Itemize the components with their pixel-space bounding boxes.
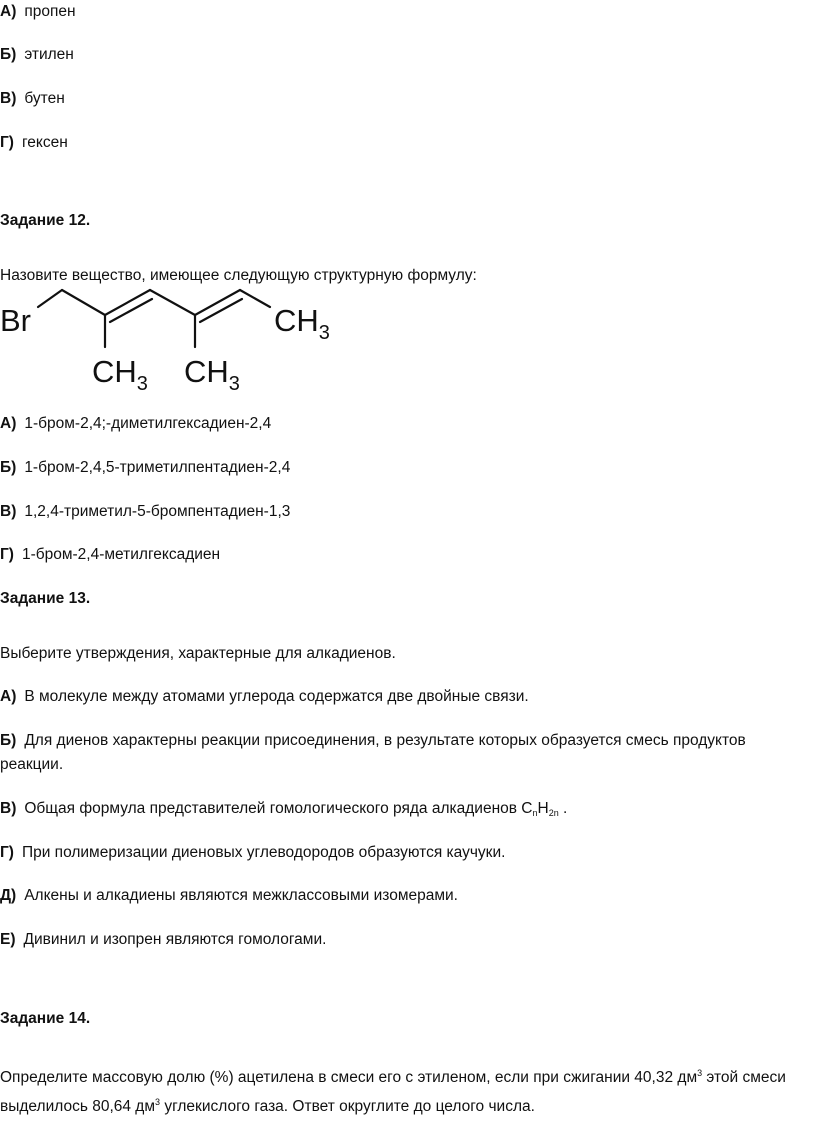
- bond-line: [60, 288, 107, 317]
- option-letter: А): [0, 688, 17, 705]
- q14-text-part3: углекислого газа. Ответ округлите до цел…: [160, 1098, 535, 1115]
- option-letter: В): [0, 800, 17, 817]
- option-text: 1-бром-2,4,5-триметилпентадиен-2,4: [24, 459, 291, 476]
- bond-line: [238, 288, 272, 309]
- q11-option-d: Г) гексен: [0, 133, 68, 153]
- option-letter: Д): [0, 887, 17, 904]
- q13-option-c: В) Общая формула представителей гомологич…: [0, 799, 567, 823]
- option-text: В молекуле между атомами углерода содерж…: [24, 688, 529, 705]
- q12-option-d: Г) 1-бром-2,4-метилгексадиен: [0, 545, 220, 565]
- q13-option-f: Е) Дивинил и изопрен являются гомологами.: [0, 930, 326, 950]
- q12-prompt: Назовите вещество, имеющее следующую стр…: [0, 267, 477, 284]
- option-letter: Г): [0, 546, 14, 563]
- q13-prompt: Выберите утверждения, характерные для ал…: [0, 645, 396, 662]
- q13-option-e: Д) Алкены и алкадиены являются межклассов…: [0, 886, 458, 906]
- option-text: Общая формула представителей гомологичес…: [24, 800, 533, 817]
- option-letter: Г): [0, 134, 14, 151]
- q12-heading: Задание 12.: [0, 212, 91, 229]
- formula-tail: .: [558, 800, 568, 817]
- q11-option-b: Б) этилен: [0, 45, 74, 65]
- option-text: При полимеризации диеновых углеводородов…: [21, 844, 506, 861]
- bond-line: [103, 288, 152, 317]
- subscript-2n: 2n: [548, 808, 559, 818]
- formula-h: H: [537, 800, 549, 817]
- option-letter: А): [0, 415, 17, 432]
- q12-option-c: В) 1,2,4-триметил-5-бромпентадиен-1,3: [0, 502, 290, 522]
- option-letter: В): [0, 503, 17, 520]
- option-text: 1,2,4-триметил-5-бромпентадиен-1,3: [24, 503, 291, 520]
- option-text: этилен: [24, 46, 74, 63]
- q14-heading: Задание 14.: [0, 1010, 91, 1027]
- option-text: Алкены и алкадиены являются межклассовым…: [24, 887, 458, 904]
- bond-line: [36, 288, 64, 309]
- option-text: 1-бром-2,4;-диметилгексадиен-2,4: [24, 415, 272, 432]
- option-letter: Б): [0, 732, 17, 749]
- q12-option-b: Б) 1-бром-2,4,5-триметилпентадиен-2,4: [0, 458, 290, 478]
- double-bond-line: [198, 297, 244, 324]
- option-text: бутен: [24, 90, 65, 107]
- superscript-3: 3: [697, 1068, 703, 1078]
- option-text: Для диенов характерны реакции присоедине…: [0, 732, 746, 773]
- q13-heading: Задание 13.: [0, 590, 91, 607]
- double-bond-line: [108, 297, 154, 324]
- structural-formula: Br CH3 CH3 CH3: [0, 288, 330, 390]
- q12-option-a: А) 1-бром-2,4;-диметилгексадиен-2,4: [0, 414, 271, 434]
- bond-line: [193, 288, 242, 317]
- bond-line: [148, 288, 197, 317]
- methyl-label-right: CH3: [274, 303, 330, 344]
- option-letter: А): [0, 3, 17, 20]
- option-text: пропен: [24, 3, 76, 20]
- option-text: гексен: [21, 134, 68, 151]
- option-letter: В): [0, 90, 17, 107]
- q14-text-part1: Определите массовую долю (%) ацетилена в…: [0, 1069, 698, 1086]
- methyl-label-2: CH3: [184, 354, 240, 390]
- q13-option-d: Г) При полимеризации диеновых углеводород…: [0, 843, 505, 863]
- q13-option-b: Б)Для диенов характерны реакции присоеди…: [0, 729, 812, 777]
- q11-option-c: В) бутен: [0, 89, 65, 109]
- q14-text: Определите массовую долю (%) ацетилена в…: [0, 1061, 812, 1119]
- option-letter: Е): [0, 931, 16, 948]
- q13-option-a: А) В молекуле между атомами углерода соде…: [0, 687, 529, 707]
- option-letter: Г): [0, 844, 14, 861]
- bromine-label: Br: [0, 303, 31, 338]
- q14-text-part2: этой смеси выделилось 80,64 дм: [0, 1069, 786, 1115]
- q11-option-a: А) пропен: [0, 2, 76, 22]
- option-letter: Б): [0, 459, 17, 476]
- subscript-n: n: [532, 808, 538, 818]
- option-text: 1-бром-2,4-метилгексадиен: [21, 546, 221, 563]
- methyl-label-1: CH3: [92, 354, 148, 390]
- option-letter: Б): [0, 46, 17, 63]
- superscript-3: 3: [155, 1097, 161, 1107]
- option-text: Дивинил и изопрен являются гомологами.: [23, 931, 327, 948]
